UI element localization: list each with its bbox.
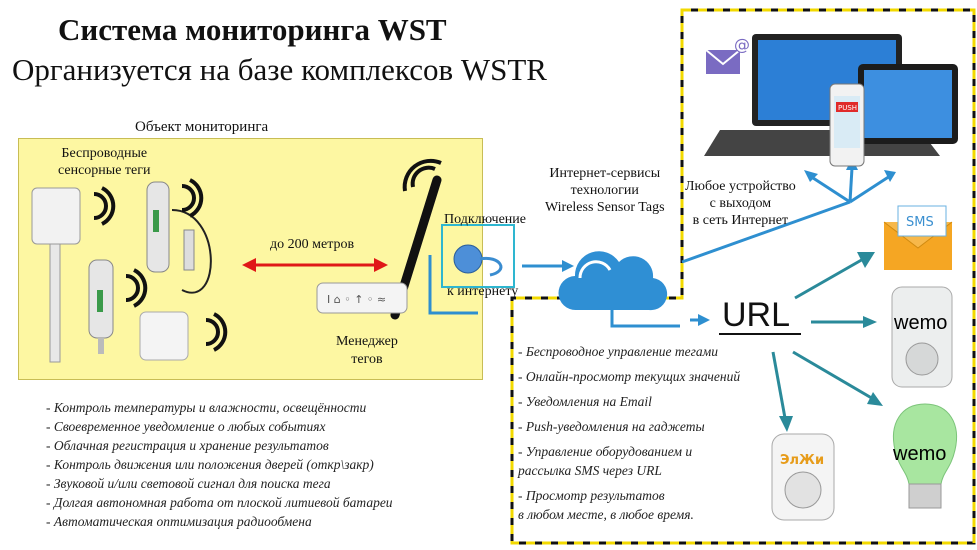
devices-illustration: @ PUSH [704, 34, 958, 167]
sensor-tags-label: Беспроводные сенсорные теги [58, 145, 150, 179]
push-badge: PUSH [838, 104, 857, 112]
sensor-tag-box-icon [31, 187, 81, 363]
feature-right-line2: рассылка SMS через URL [518, 463, 662, 478]
feature-left-item: - Контроль температуры и влажности, осве… [46, 400, 367, 415]
sms-badge: SMS [906, 215, 934, 230]
tag-manager-icon: I ⌂ ◦ ↑ ◦ ≈ [316, 158, 442, 320]
internet-connection-icon [428, 224, 515, 315]
url-node: URL [722, 296, 791, 334]
connection-label-top: Подключение [444, 212, 526, 227]
phone-icon: PUSH [829, 83, 865, 167]
wemo-logo-1: wemo [893, 312, 947, 334]
feature-right-item: - Уведомления на Email [518, 392, 740, 411]
cloud-services-line1: Интернет-сервисы [549, 166, 661, 181]
features-left-list: - Контроль температуры и влажности, осве… [46, 398, 393, 531]
feature-right-item: - Беспроводное управление тегами [518, 342, 740, 361]
devices-label: Любое устройство с выходом в сеть Интерн… [685, 178, 796, 229]
flow-arrows [681, 158, 896, 326]
feature-left-item: - Звуковой и/или световой сигнал для пои… [46, 476, 331, 491]
sensor-tags-label-line2: сенсорные теги [58, 163, 151, 178]
cloud-services-line2: технологии [570, 183, 639, 198]
diagram-title: Система мониторинга WST [58, 12, 447, 47]
feature-right-line2: в любом месте, в любое время. [518, 507, 694, 522]
smart-socket-icon: ЭлЖи [771, 433, 835, 521]
tag-manager-label-line2: тегов [351, 352, 383, 367]
monitoring-object-label: Объект мониторинга [135, 119, 269, 135]
cloud-services-label: Интернет-сервисы технологии Wireless Sen… [545, 165, 665, 216]
tablet-icon [858, 64, 958, 144]
cloud-services-line3: Wireless Sensor Tags [545, 200, 665, 215]
feature-right-line1: - Просмотр результатов [518, 488, 665, 503]
devices-label-line2: с выходом [709, 196, 772, 211]
devices-label-line3: в сеть Интернет [692, 213, 789, 228]
feature-left-item: - Автоматическая оптимизация радиообмена [46, 514, 312, 529]
feature-right-line1: - Онлайн-просмотр текущих значений [518, 369, 741, 384]
feature-left-item: - Контроль движения или положения дверей… [46, 457, 374, 472]
devices-label-line1: Любое устройство [685, 179, 796, 194]
wemo-bulb-icon: wemo [892, 403, 957, 509]
feature-left-item: - Долгая автономная работа от плоской ли… [46, 495, 393, 510]
url-arrows [719, 252, 883, 432]
feature-right-item: - Управление оборудованием и рассылка SM… [518, 442, 740, 480]
wemo-logo-2: wemo [892, 443, 946, 465]
wemo-switch-icon: wemo [891, 286, 953, 388]
cloud-icon [522, 251, 680, 328]
range-label: до 200 метров [270, 237, 355, 252]
feature-left-item: - Своевременное уведомление о любых собы… [46, 419, 326, 434]
range-arrow [242, 258, 388, 272]
feature-right-line1: - Беспроводное управление тегами [518, 344, 719, 359]
signal-waves-icon [93, 178, 228, 352]
tag-manager-label: Менеджер тегов [336, 333, 398, 369]
sensor-tag-tube-icon [146, 181, 212, 294]
sensor-tags-label-line1: Беспроводные [61, 146, 148, 161]
email-icon: @ [705, 35, 750, 74]
feature-right-line1: - Управление оборудованием и [518, 444, 693, 459]
diagram-subtitle: Организуется на базе комплексов WSTR [12, 52, 547, 87]
sensor-tags-illustration [31, 178, 228, 363]
socket-brand-label: ЭлЖи [780, 453, 824, 468]
sms-envelope-icon: SMS [883, 205, 953, 270]
svg-text:I ⌂ ◦ ↑ ◦ ≈: I ⌂ ◦ ↑ ◦ ≈ [327, 293, 386, 306]
sensor-tag-square-icon [139, 311, 189, 361]
features-right-list: - Беспроводное управление тегами - Онлай… [518, 342, 740, 530]
feature-right-line1: - Уведомления на Email [518, 394, 652, 409]
feature-right-line1: - Push-уведомления на гаджеты [518, 419, 705, 434]
feature-right-item: - Онлайн-просмотр текущих значений [518, 367, 740, 386]
tag-manager-label-line1: Менеджер [336, 334, 398, 349]
connection-label-bottom: к интернету [447, 284, 519, 299]
feature-left-item: - Облачная регистрация и хранение резуль… [46, 438, 329, 453]
sensor-tag-probe-icon [88, 259, 114, 354]
services-frame [510, 8, 976, 545]
feature-right-item: - Push-уведомления на гаджеты [518, 417, 740, 436]
feature-right-item: - Просмотр результатов в любом месте, в … [518, 486, 740, 524]
svg-text:@: @ [734, 35, 750, 54]
